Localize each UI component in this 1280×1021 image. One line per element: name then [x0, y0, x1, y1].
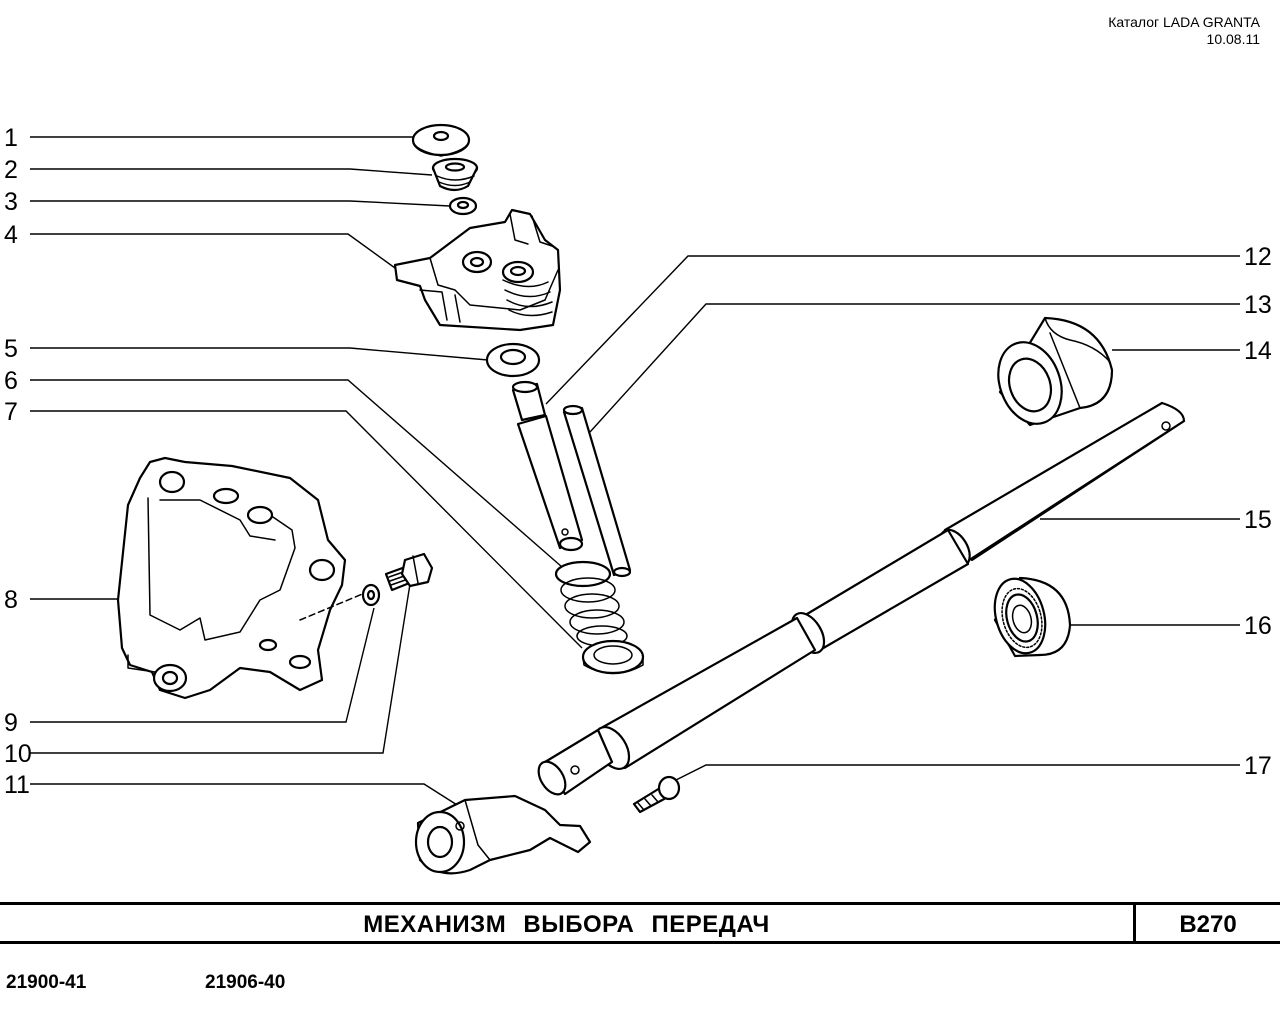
callout-17: 17: [1244, 752, 1272, 780]
model-code-2: 21906-40: [205, 972, 286, 993]
part-16-bearing: [993, 576, 1072, 658]
leader-13: [589, 303, 1240, 433]
leader-2: [30, 168, 433, 176]
callout-9: 9: [4, 709, 18, 737]
callout-3: 3: [4, 188, 18, 216]
exploded-parts-diagram: 1 2 3 4 5 6 7 8 9 10 11 12 13 14 15 16 1…: [4, 123, 1272, 875]
title-divider: [1133, 905, 1136, 941]
callout-13: 13: [1244, 291, 1272, 319]
part-5-washer: [485, 342, 541, 378]
part-7-cup: [581, 639, 645, 675]
part-12-pin: [511, 380, 584, 552]
leader-11: [30, 783, 466, 811]
part-6-spring: [554, 560, 628, 647]
part-17-screw: [632, 775, 681, 814]
part-8-bracket: [116, 456, 373, 700]
callout-8: 8: [4, 586, 18, 614]
callout-15: 15: [1244, 506, 1272, 534]
diagram-code: B270: [1179, 911, 1237, 938]
callout-11: 11: [4, 771, 30, 799]
title-bar: МЕХАНИЗМ ВЫБОРА ПЕРЕДАЧ B270: [0, 902, 1280, 944]
catalog-title: Каталог LADA GRANTA: [1108, 14, 1260, 30]
part-10-bolt: [384, 552, 434, 592]
leader-5: [30, 347, 489, 361]
leader-lines: [30, 136, 1240, 811]
diagram-title: МЕХАНИЗМ ВЫБОРА ПЕРЕДАЧ: [363, 911, 770, 938]
leader-4: [30, 233, 396, 269]
part-15-shaft: [537, 401, 1186, 796]
leader-9: [30, 607, 375, 723]
callout-14: 14: [1244, 337, 1272, 365]
callout-1: 1: [4, 124, 18, 152]
model-code-1: 21900-41: [6, 972, 87, 993]
callout-6: 6: [4, 367, 18, 395]
callout-12: 12: [1244, 243, 1272, 271]
leader-10: [30, 583, 411, 754]
part-4-housing: [393, 208, 562, 332]
callout-4: 4: [4, 221, 18, 249]
leader-6: [30, 379, 563, 568]
leader-17: [675, 764, 1240, 781]
callout-16: 16: [1244, 612, 1272, 640]
catalog-date: 10.08.11: [1206, 31, 1260, 47]
part-9-washer: [361, 583, 381, 607]
catalog-header: Каталог LADA GRANTA 10.08.11: [1108, 14, 1260, 48]
part-2-boot: [431, 157, 479, 192]
part-11-lever: [414, 794, 592, 875]
leader-12: [545, 255, 1240, 405]
part-3-ring: [448, 196, 478, 216]
callout-10: 10: [4, 740, 32, 768]
part-1-washer: [411, 123, 471, 157]
part-14-bushing: [997, 316, 1114, 427]
leader-3: [30, 200, 451, 207]
part-13-rod: [562, 404, 632, 578]
callout-5: 5: [4, 335, 18, 363]
callout-numbers: 1 2 3 4 5 6 7 8 9 10 11 12 13 14 15 16 1…: [4, 124, 1272, 799]
callout-2: 2: [4, 156, 18, 184]
leader-7: [30, 410, 583, 649]
callout-7: 7: [4, 398, 18, 426]
